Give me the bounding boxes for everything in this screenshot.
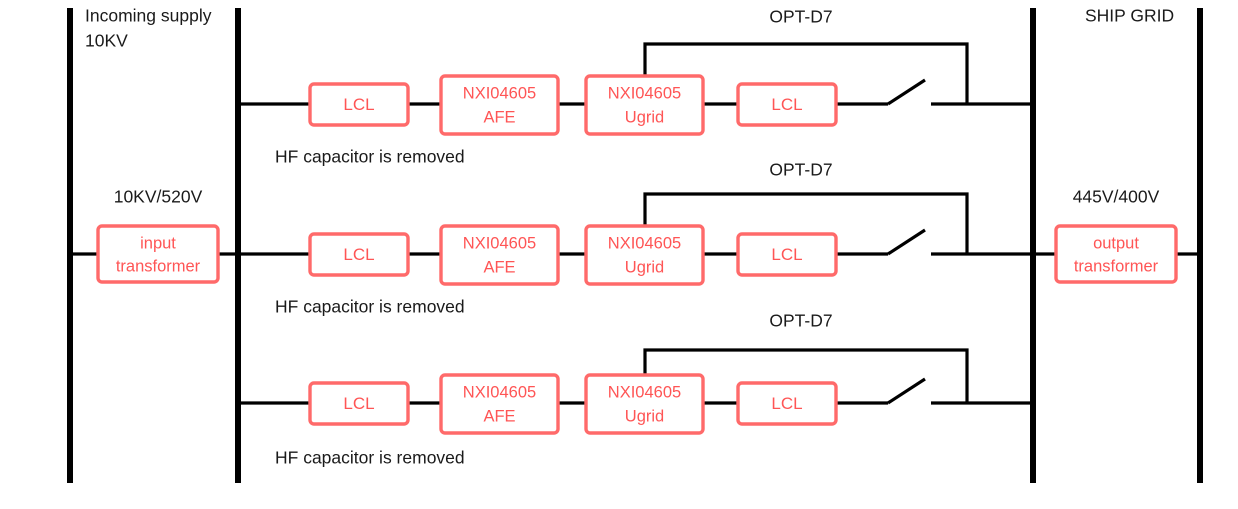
branch-1-lcl-in-box[interactable] <box>308 82 410 127</box>
input-transformer-label-line2: transformer <box>116 257 201 275</box>
output-transformer-label-line1: output <box>1093 234 1139 252</box>
branch-1-opt-d7-bypass-path <box>643 42 969 104</box>
branch-3-afe-label-line2: AFE <box>483 407 515 425</box>
branch-2-ugrid-box[interactable] <box>584 224 705 286</box>
branch-2-opt-d7-bypass-path <box>643 192 969 254</box>
branch-3-ugrid-label-line2: Ugrid <box>625 407 664 425</box>
branch-3-lcl-out[interactable]: LCL <box>736 381 838 426</box>
branch-2-lcl-in-label: LCL <box>343 245 374 264</box>
output-transformer-label-line2: transformer <box>1074 257 1159 275</box>
branch-2-ugrid-label-line1: NXI04605 <box>608 234 681 252</box>
branch-2-lcl-in[interactable]: LCL <box>308 232 410 277</box>
branch-2-hf-capacitor-note: HF capacitor is removed <box>275 297 465 317</box>
branch-3-lcl-in-label: LCL <box>343 394 374 413</box>
branch-1-afe[interactable]: NXI04605 AFE <box>439 74 560 136</box>
input-transformer-label-line1: input <box>140 234 176 252</box>
incoming-supply-label-line2: 10KV <box>85 31 128 51</box>
branch-2-ugrid[interactable]: NXI04605 Ugrid <box>584 224 705 286</box>
branch-1-afe-label-line2: AFE <box>483 108 515 126</box>
branch-1-ugrid-label-line1: NXI04605 <box>608 84 681 102</box>
branch-2-lcl-out-box[interactable] <box>736 232 838 277</box>
branch-3-ugrid[interactable]: NXI04605 Ugrid <box>584 373 705 435</box>
branch-1-group: LCL NXI04605 AFE NXI04605 Ugrid LCL OPT-… <box>238 7 1033 167</box>
output-transformer[interactable]: output transformer <box>1054 224 1178 284</box>
branch-1-hf-capacitor-note: HF capacitor is removed <box>275 147 465 167</box>
branch-3-lcl-in-box[interactable] <box>308 381 410 426</box>
input-transformer-box[interactable] <box>96 224 220 284</box>
branch-3-hf-capacitor-note: HF capacitor is removed <box>275 448 465 468</box>
branch-3-lcl-out-label: LCL <box>771 394 802 413</box>
ship-grid-label: SHIP GRID <box>1085 6 1174 26</box>
branch-2-ugrid-label-line2: Ugrid <box>625 258 664 276</box>
branch-1-afe-label-line1: NXI04605 <box>463 84 536 102</box>
branch-3-lcl-out-box[interactable] <box>736 381 838 426</box>
branch-1-ugrid[interactable]: NXI04605 Ugrid <box>584 74 705 136</box>
branch-3-opt-d7-bypass-path <box>643 348 969 403</box>
branch-3-group: LCL NXI04605 AFE NXI04605 Ugrid LCL OPT-… <box>238 311 1033 468</box>
output-transformer-box[interactable] <box>1054 224 1178 284</box>
branch-2-lcl-out[interactable]: LCL <box>736 232 838 277</box>
input-transformer-ratio-label: 10KV/520V <box>114 187 203 207</box>
input-transformer[interactable]: input transformer <box>96 224 220 284</box>
branch-1-lcl-in-label: LCL <box>343 95 374 114</box>
branch-1-lcl-out[interactable]: LCL <box>736 82 838 127</box>
branch-2-afe[interactable]: NXI04605 AFE <box>439 224 560 286</box>
branch-1-lcl-out-box[interactable] <box>736 82 838 127</box>
branch-2-group: LCL NXI04605 AFE NXI04605 Ugrid LCL OPT-… <box>238 160 1033 317</box>
branch-2-opt-d7-label: OPT-D7 <box>769 160 832 180</box>
branch-1-opt-d7-label: OPT-D7 <box>769 7 832 27</box>
branch-3-afe-label-line1: NXI04605 <box>463 383 536 401</box>
branch-1-afe-box[interactable] <box>439 74 560 136</box>
branch-3-afe[interactable]: NXI04605 AFE <box>439 373 560 435</box>
branch-3-afe-box[interactable] <box>439 373 560 435</box>
branch-1-lcl-in[interactable]: LCL <box>308 82 410 127</box>
branch-3-ugrid-box[interactable] <box>584 373 705 435</box>
incoming-supply-label-line1: Incoming supply <box>85 6 212 26</box>
branch-1-switch-blade[interactable] <box>887 78 926 106</box>
branch-3-switch-blade[interactable] <box>887 377 926 405</box>
output-transformer-ratio-label: 445V/400V <box>1073 187 1160 207</box>
branch-2-lcl-in-box[interactable] <box>308 232 410 277</box>
branch-1-lcl-out-label: LCL <box>771 95 802 114</box>
branch-3-ugrid-label-line1: NXI04605 <box>608 383 681 401</box>
branch-1-ugrid-box[interactable] <box>584 74 705 136</box>
branch-3-lcl-in[interactable]: LCL <box>308 381 410 426</box>
branch-2-afe-label-line1: NXI04605 <box>463 234 536 252</box>
branch-2-afe-box[interactable] <box>439 224 560 286</box>
branch-2-switch-blade[interactable] <box>887 228 926 256</box>
branch-2-afe-label-line2: AFE <box>483 258 515 276</box>
branch-2-lcl-out-label: LCL <box>771 245 802 264</box>
branch-1-ugrid-label-line2: Ugrid <box>625 108 664 126</box>
branch-3-opt-d7-label: OPT-D7 <box>769 311 832 331</box>
